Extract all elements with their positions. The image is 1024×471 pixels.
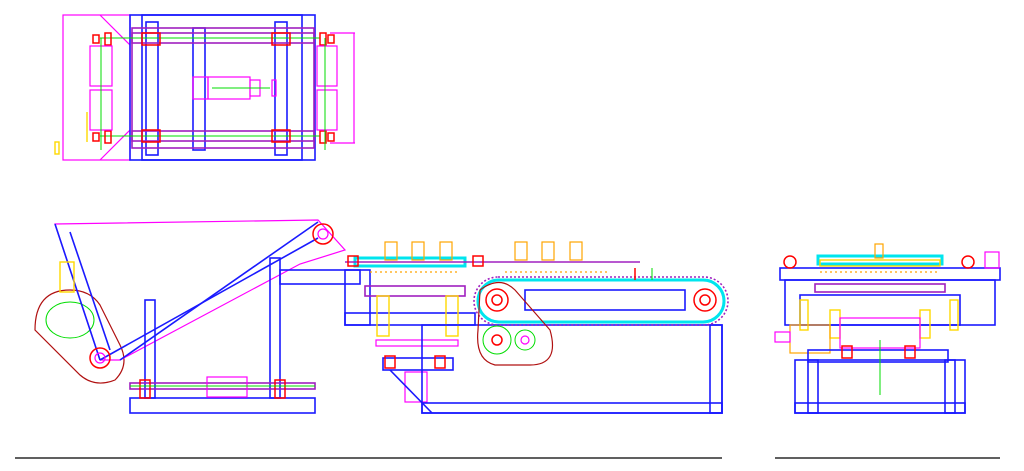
front-view [774, 243, 1001, 414]
top-view [54, 14, 355, 161]
side-view [34, 219, 729, 414]
